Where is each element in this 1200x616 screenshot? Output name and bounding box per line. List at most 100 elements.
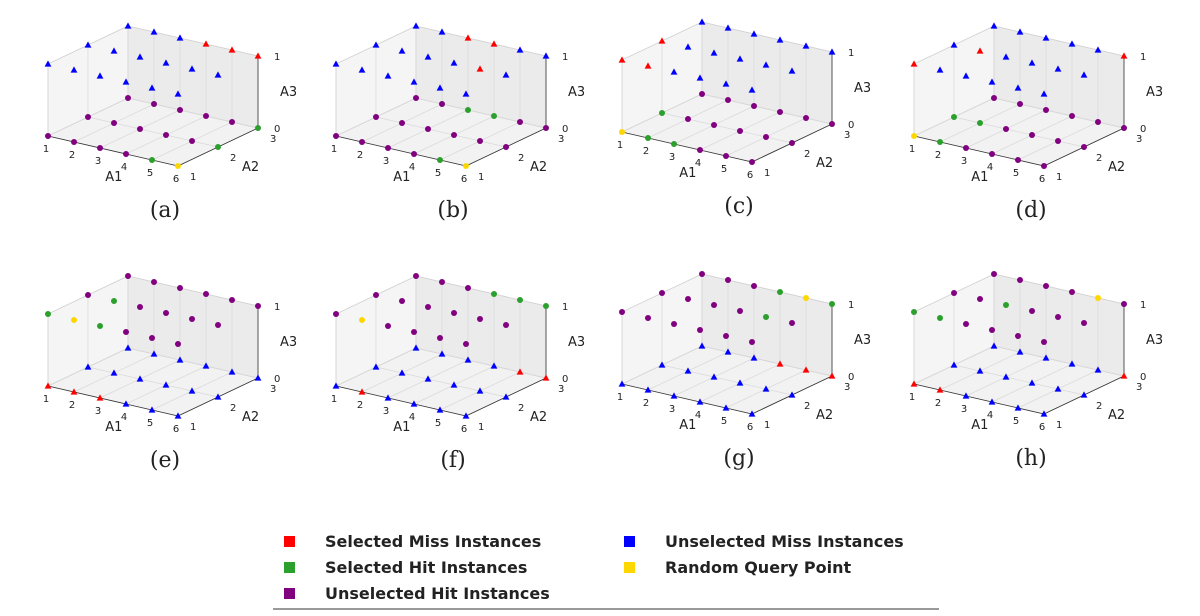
data-point-triangle: [84, 41, 92, 48]
data-point-triangle: [412, 22, 420, 29]
data-point-triangle: [412, 344, 420, 351]
data-point-triangle: [644, 62, 652, 69]
data-point-triangle: [710, 373, 718, 380]
z-tick-label: 0: [274, 374, 280, 385]
grid-line: [661, 112, 793, 144]
data-point-circle: [991, 95, 997, 101]
data-point-triangle: [70, 388, 78, 395]
x-tick-label: 6: [1039, 422, 1045, 433]
data-point-circle: [1041, 339, 1047, 345]
z-axis-label: A3: [1146, 85, 1163, 100]
data-point-triangle: [542, 374, 550, 381]
data-point-triangle: [148, 84, 156, 91]
data-point-triangle: [476, 65, 484, 72]
data-point-triangle: [490, 40, 498, 47]
data-point-circle: [411, 329, 417, 335]
x-tick-label: 3: [961, 404, 967, 415]
x-tick-label: 4: [695, 410, 701, 421]
y-tick-label: 2: [804, 401, 810, 412]
data-point-triangle: [722, 404, 730, 411]
data-point-circle: [777, 109, 783, 115]
data-point-circle: [789, 320, 795, 326]
data-point-triangle: [750, 354, 758, 361]
data-point-triangle: [176, 34, 184, 41]
z-tick-label: 1: [274, 302, 280, 313]
axis-line: [621, 383, 753, 415]
data-point-circle: [175, 163, 181, 169]
data-point-circle: [1055, 138, 1061, 144]
grid-line: [701, 345, 833, 377]
data-point-triangle: [436, 406, 444, 413]
z-axis-label: A3: [280, 85, 297, 100]
x-axis-label: A1: [393, 420, 410, 435]
data-point-triangle: [976, 367, 984, 374]
data-point-triangle: [748, 86, 756, 93]
data-point-circle: [203, 291, 209, 297]
data-point-triangle: [188, 387, 196, 394]
grid-line: [415, 97, 547, 129]
data-point-circle: [645, 135, 651, 141]
grid-line: [127, 347, 259, 379]
data-point-triangle: [990, 342, 998, 349]
data-point-circle: [543, 303, 549, 309]
y-tick-label: 1: [764, 168, 770, 179]
data-point-circle: [1121, 125, 1127, 131]
y-axis-label: A2: [816, 408, 833, 423]
y-axis-label: A2: [530, 160, 547, 175]
legend-swatch: [284, 561, 295, 573]
data-point-triangle: [214, 393, 222, 400]
y-tick-label: 3: [558, 134, 564, 145]
data-point-triangle: [658, 361, 666, 368]
data-point-triangle: [476, 387, 484, 394]
y-tick-label: 3: [558, 384, 564, 395]
y-tick-label: 1: [764, 420, 770, 431]
legend-item: Selected Miss Instances: [284, 530, 541, 552]
grid-line: [661, 364, 793, 396]
x-tick-label: 5: [147, 168, 153, 179]
x-axis-label: A1: [105, 420, 122, 435]
axis-line: [47, 135, 179, 167]
data-point-circle: [659, 110, 665, 116]
legend-label: Selected Miss Instances: [325, 531, 542, 551]
data-point-triangle: [96, 72, 104, 79]
data-point-triangle: [410, 78, 418, 85]
data-point-circle: [491, 291, 497, 297]
data-point-circle: [699, 91, 705, 97]
data-point-triangle: [1042, 34, 1050, 41]
y-tick-label: 1: [1056, 172, 1062, 183]
data-point-circle: [175, 341, 181, 347]
data-point-triangle: [44, 60, 52, 67]
data-point-circle: [1017, 101, 1023, 107]
axis-line: [913, 135, 1045, 167]
data-point-triangle: [136, 53, 144, 60]
data-point-circle: [1095, 119, 1101, 125]
data-point-triangle: [788, 391, 796, 398]
data-point-triangle: [1080, 391, 1088, 398]
data-point-triangle: [802, 366, 810, 373]
x-axis-label: A1: [971, 170, 988, 185]
data-point-circle: [111, 298, 117, 304]
panel-caption: (f): [440, 448, 466, 473]
z-axis-label: A3: [1146, 333, 1163, 348]
data-point-circle: [45, 311, 51, 317]
x-tick-label: 1: [909, 392, 915, 403]
z-tick-label: 0: [848, 120, 854, 131]
data-point-triangle: [748, 410, 756, 417]
y-tick-label: 2: [1096, 401, 1102, 412]
data-point-circle: [517, 119, 523, 125]
data-point-circle: [1003, 126, 1009, 132]
panel-caption: (a): [149, 198, 181, 223]
data-point-triangle: [398, 369, 406, 376]
legend-label: Unselected Hit Instances: [325, 583, 550, 603]
x-tick-label: 1: [331, 394, 337, 405]
legend-label: Random Query Point: [665, 557, 852, 577]
data-point-triangle: [1016, 28, 1024, 35]
data-point-triangle: [228, 368, 236, 375]
data-point-circle: [425, 126, 431, 132]
data-point-triangle: [696, 74, 704, 81]
